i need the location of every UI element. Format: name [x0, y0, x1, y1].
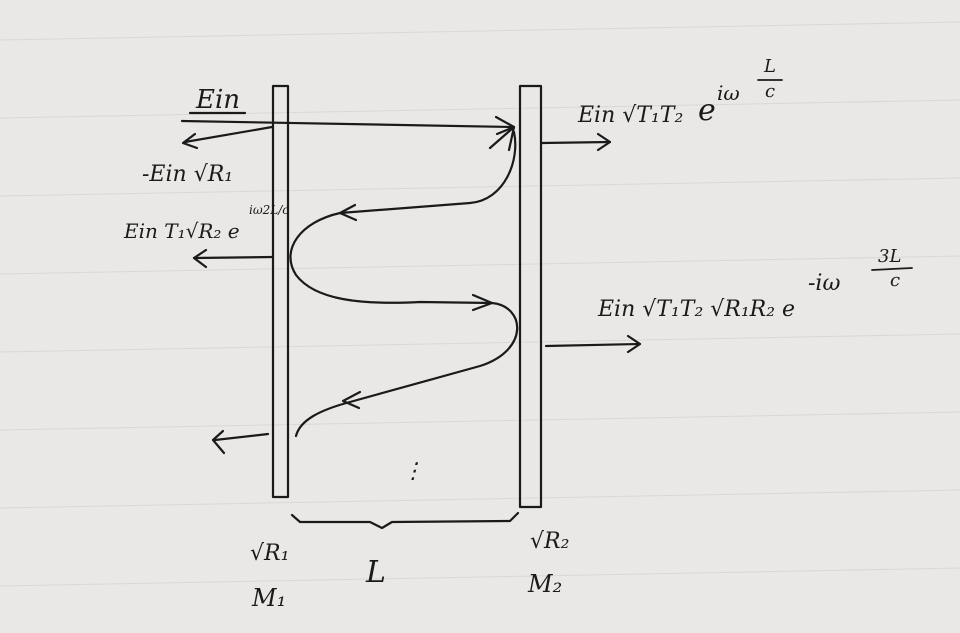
- incident-beam: [180, 119, 514, 129]
- mirror-2: [518, 84, 543, 509]
- label-transmitted-first-sup: iω: [717, 81, 740, 105]
- label-reflected-first: -Ein √R₁: [142, 162, 233, 187]
- reflected-third-arrowhead: [211, 429, 226, 455]
- label-transmitted-first-e: e: [698, 93, 716, 128]
- label-mirror2-reflectivity: √R₂: [530, 529, 569, 554]
- cavity-length-brace: [290, 511, 520, 530]
- label-mirror1-reflectivity: √R₁: [250, 541, 289, 566]
- label-transmitted-second-sup: -iω: [808, 271, 840, 296]
- transmitted-second-arrowhead: [626, 334, 642, 354]
- label-transmitted-first: Ein √T₁T₂: [577, 103, 683, 128]
- label-mirror1-name: M₁: [251, 584, 286, 612]
- label-transmitted-first-den: c: [765, 81, 775, 102]
- internal-bounce-path: [289, 130, 519, 438]
- label-incident: Ein: [195, 85, 240, 115]
- mirror-1: [271, 84, 290, 499]
- reflected-second-arrow: [192, 255, 274, 260]
- label-reflected-second-exp: iω2L/c: [249, 203, 289, 217]
- internal-arrowhead-3: [341, 390, 362, 410]
- reflected-second-arrowhead: [192, 248, 208, 269]
- label-reflected-second: Ein T₁√R₂ e: [123, 219, 240, 243]
- label-transmitted-first-num: L: [763, 56, 776, 77]
- reflected-third-arrow: [213, 432, 270, 442]
- transmitted-second-arrow: [544, 342, 642, 348]
- incident-arrowhead: [494, 115, 516, 136]
- label-transmitted-second-num: 3L: [878, 246, 901, 267]
- reflected-first-arrow: [183, 125, 274, 144]
- reflected-first-arrowhead: [181, 132, 199, 150]
- internal-arrowhead-2: [471, 293, 494, 312]
- label-ellipsis: ⋮: [402, 459, 424, 484]
- internal-arrowhead-top: [488, 125, 516, 152]
- label-transmitted-second-den: c: [890, 270, 900, 291]
- label-cavity-length: L: [365, 555, 386, 590]
- transmitted-first-arrowhead: [596, 132, 612, 152]
- transmitted-second-frac-bar: [871, 267, 913, 271]
- label-mirror2-name: M₂: [527, 570, 562, 598]
- label-transmitted-second: Ein √T₁T₂ √R₁R₂ e: [597, 297, 795, 322]
- paper-lines: [0, 21, 960, 587]
- transmitted-first-arrow: [540, 140, 612, 145]
- internal-arrowhead-1: [338, 203, 358, 222]
